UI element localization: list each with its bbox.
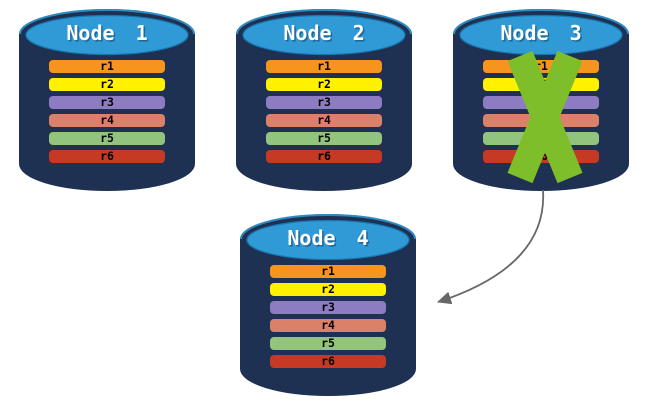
node-3: Node 3 r1 r2 r3 r4 r5 r6 — [453, 4, 629, 196]
node-1: Node 1 r1 r2 r3 r4 r5 r6 — [19, 4, 195, 196]
replica-bar: r6 — [266, 150, 382, 163]
failure-x-icon — [507, 50, 583, 184]
node-title: Node 2 — [283, 21, 365, 45]
replica-bar: r1 — [49, 60, 165, 73]
replica-bar: r5 — [266, 132, 382, 145]
replica-bar: r1 — [270, 265, 386, 278]
replica-list: r1 r2 r3 r4 r5 r6 — [49, 60, 165, 163]
replica-bar: r6 — [270, 355, 386, 368]
replica-bar: r4 — [266, 114, 382, 127]
replica-bar: r2 — [266, 78, 382, 91]
replica-list: r1 r2 r3 r4 r5 r6 — [270, 265, 386, 368]
replica-bar: r2 — [270, 283, 386, 296]
replica-bar: r4 — [49, 114, 165, 127]
replica-bar: r2 — [49, 78, 165, 91]
replica-bar: r3 — [270, 301, 386, 314]
node-4: Node 4 r1 r2 r3 r4 r5 r6 — [240, 209, 416, 401]
node-title: Node 4 — [287, 226, 369, 250]
node-title: Node 3 — [500, 21, 582, 45]
replica-bar: r3 — [266, 96, 382, 109]
node-title: Node 1 — [66, 21, 148, 45]
replica-bar: r4 — [270, 319, 386, 332]
replica-bar: r1 — [266, 60, 382, 73]
replica-bar: r3 — [49, 96, 165, 109]
replica-bar: r5 — [270, 337, 386, 350]
replica-bar: r5 — [49, 132, 165, 145]
node-2: Node 2 r1 r2 r3 r4 r5 r6 — [236, 4, 412, 196]
replica-list: r1 r2 r3 r4 r5 r6 — [266, 60, 382, 163]
replica-bar: r6 — [49, 150, 165, 163]
